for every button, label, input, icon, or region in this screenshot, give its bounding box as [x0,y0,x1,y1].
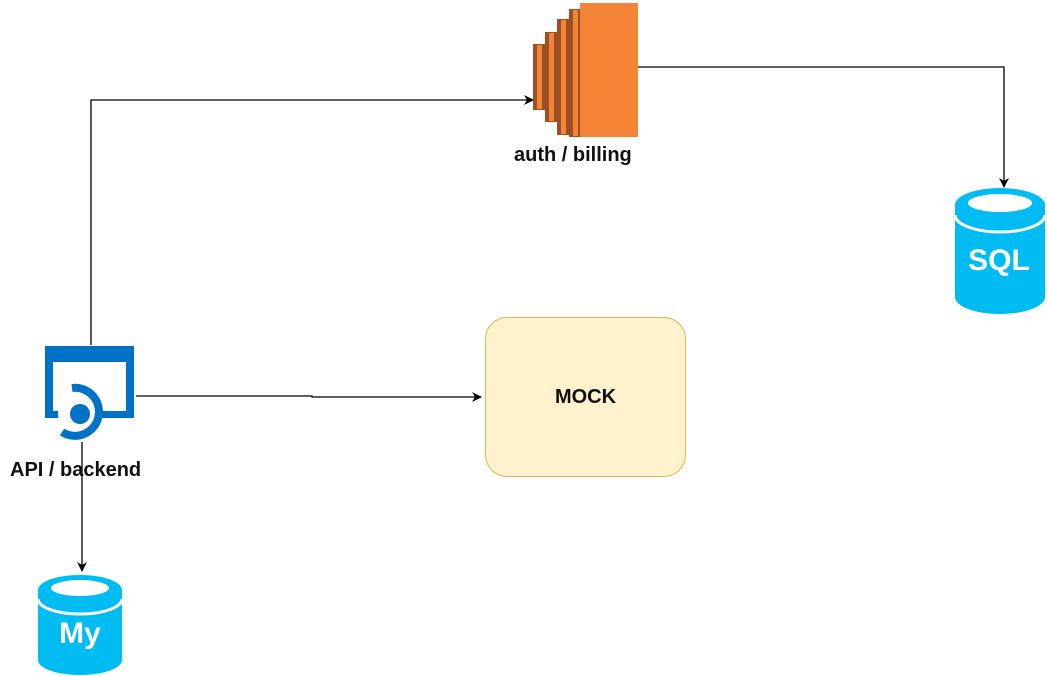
sql-label: SQL [968,244,1030,277]
sql-database-icon: SQL [953,188,1047,314]
edge-api-to-auth [90,95,534,345]
auth-billing-label: auth / billing [514,144,632,166]
edge-api-to-mock [136,392,482,402]
mock-node: MOCK [485,317,686,477]
api-app-service-icon [45,346,134,440]
edge-auth-to-sql [638,66,1009,188]
mysql-database-icon: My [36,575,124,675]
mock-label: MOCK [554,385,617,408]
api-backend-label: API / backend [10,459,142,481]
aws-compute-instances-icon [533,3,638,137]
mysql-label: My [59,617,101,650]
